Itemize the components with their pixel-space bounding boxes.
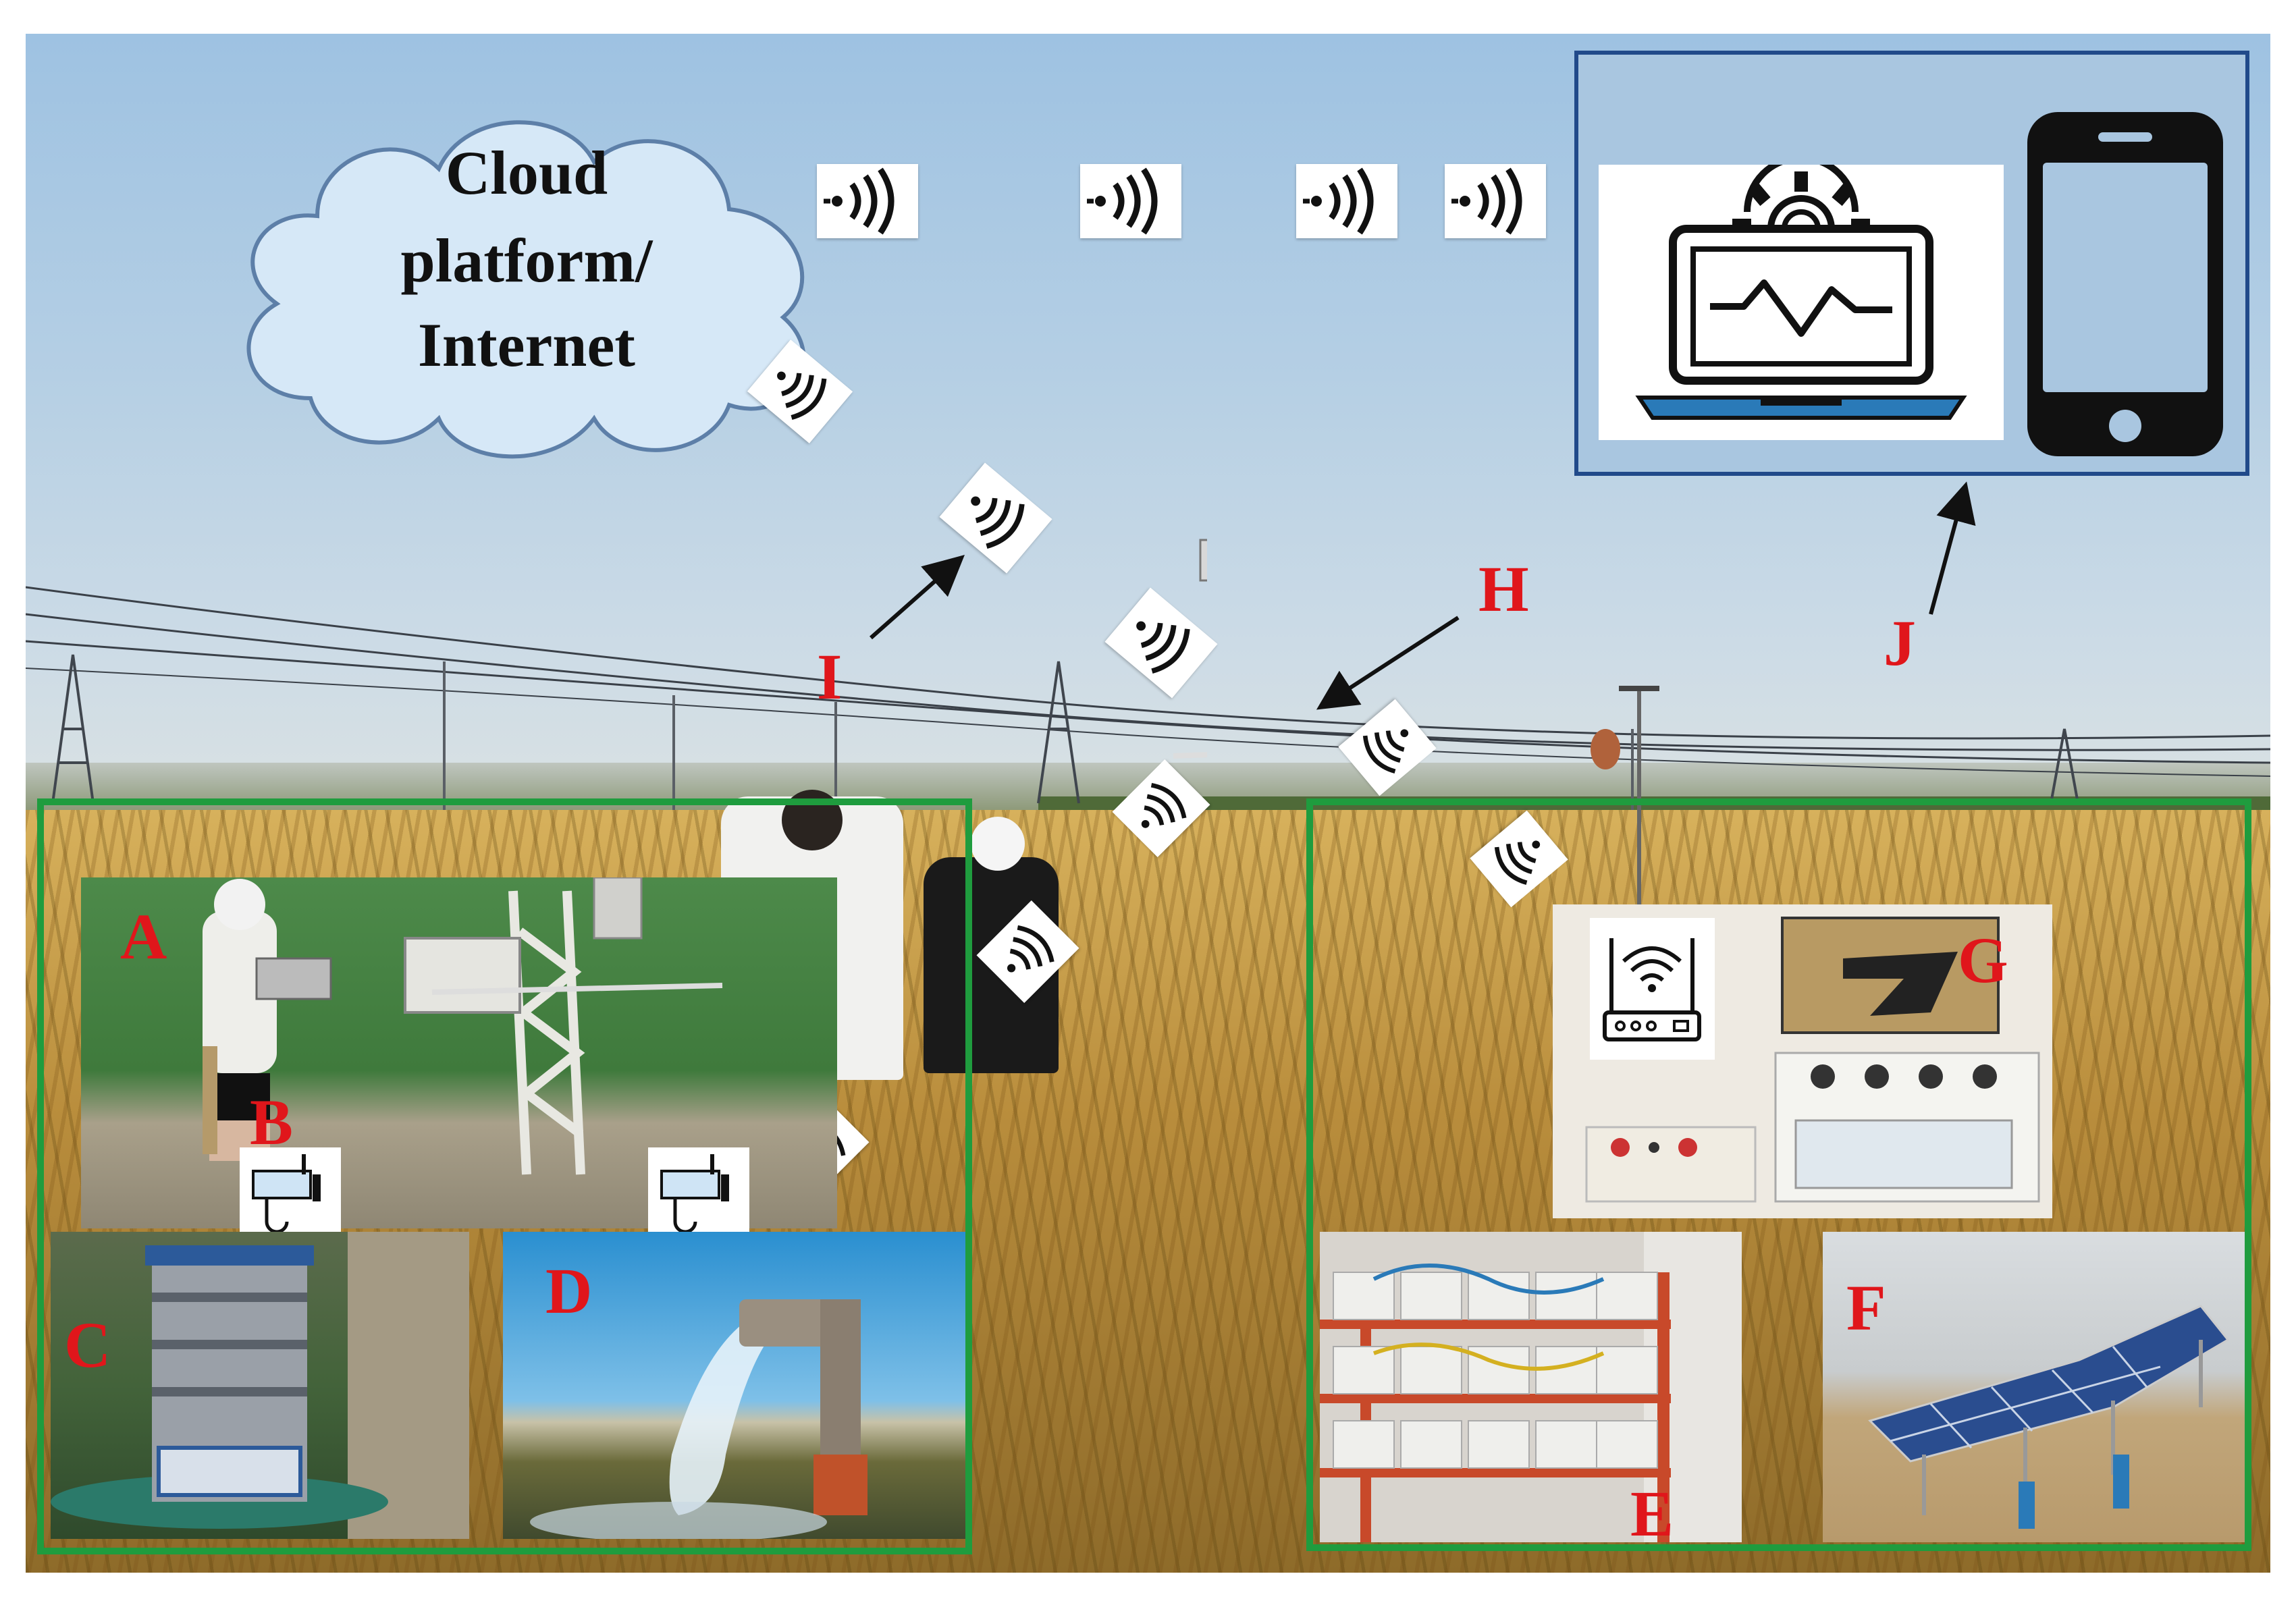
laptop-gear-icon [1635, 155, 1967, 420]
laptop-panel [1599, 155, 2004, 440]
arrow-icon [1929, 481, 1976, 615]
inset-battery-rack-photo [1320, 1232, 1742, 1542]
wifi-signal-icon [1338, 699, 1437, 796]
water-level-sensor-icon [240, 1147, 341, 1239]
label-H: H [1478, 553, 1529, 625]
wifi-signal-icon [939, 462, 1052, 574]
power-lines [26, 586, 2270, 810]
right-green-frame [1306, 798, 2251, 1551]
cloud-icon [246, 120, 806, 459]
cloud-label-line1: Cloud [445, 138, 608, 207]
wifi-signal-icon [1445, 164, 1546, 238]
water-level-sensor-icon [648, 1147, 749, 1239]
wifi-signal-icon [1112, 759, 1210, 857]
label-C: C [64, 1309, 111, 1381]
label-D: D [545, 1255, 593, 1327]
inset-flowmeter-photo [51, 1232, 469, 1539]
arrow-icon [1316, 616, 1460, 710]
label-J: J [1884, 607, 1916, 679]
wifi-signal-icon [747, 340, 853, 443]
cloud-label-line3: Internet [418, 310, 635, 379]
monitoring-devices-panel [1574, 51, 2249, 476]
wifi-signal-icon [1470, 810, 1568, 908]
lamp-post [1591, 686, 1659, 925]
left-green-frame [37, 798, 972, 1554]
weather-station-tower [1173, 539, 1207, 759]
label-F: F [1846, 1272, 1886, 1344]
label-A: A [120, 900, 167, 973]
arrow-icon [870, 555, 965, 640]
inset-controller-cabinet-photo [1553, 904, 2052, 1218]
label-E: E [1630, 1477, 1674, 1550]
inset-solar-panels-photo [1823, 1232, 2245, 1542]
smartphone-icon [2024, 109, 2226, 460]
wifi-router-icon [1590, 918, 1715, 1060]
wifi-signal-icon [1080, 164, 1181, 238]
cloud-platform: Cloud platform/ Internet [216, 81, 837, 486]
person-cap [971, 817, 1025, 871]
cloud-label-line2: platform/ [400, 226, 653, 295]
label-I: I [817, 641, 843, 713]
wifi-signal-icon [976, 900, 1079, 1004]
wifi-signal-icon [1104, 587, 1218, 699]
wifi-signal-icon [1296, 164, 1397, 238]
wifi-signal-icon [817, 164, 918, 238]
inset-water-pump-photo [503, 1232, 965, 1539]
label-B: B [250, 1086, 294, 1158]
label-G: G [1958, 924, 2008, 996]
